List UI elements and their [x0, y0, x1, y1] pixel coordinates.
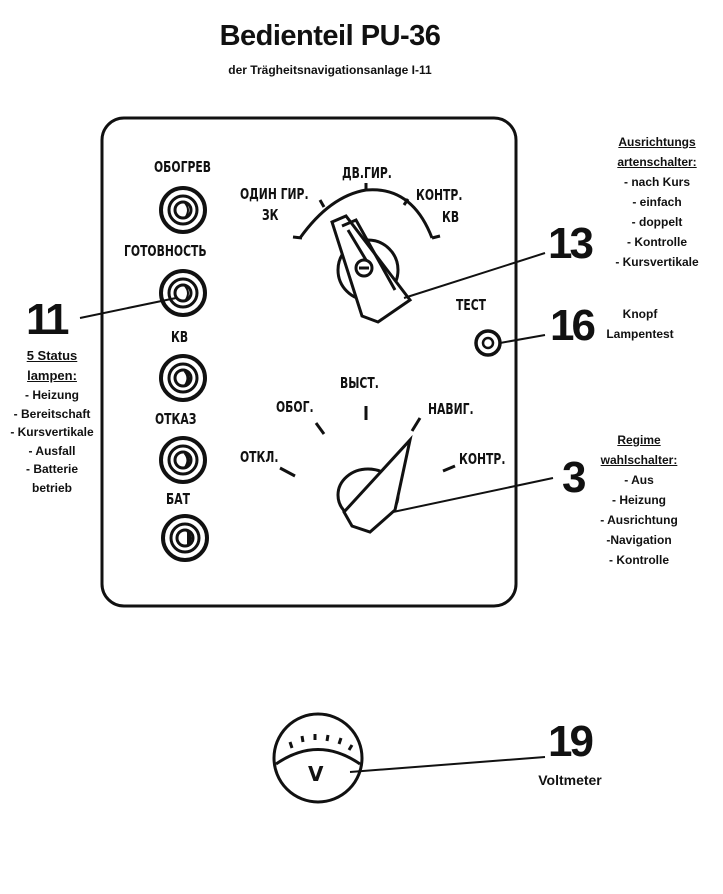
align-pos-double-gyro: ДВ.ГИР. [342, 164, 392, 182]
callout-3-heading-2: wahlschalter: [600, 453, 678, 467]
callout-number-19: 19 [548, 717, 594, 766]
callout-number-13: 13 [548, 219, 594, 268]
callout-3-item: - Ausrichtung [600, 513, 678, 527]
callout-13-item: - nach Kurs [623, 175, 690, 189]
lamp-label-heizung: ОБОГРЕВ [154, 158, 212, 176]
callout-number-16: 16 [550, 301, 596, 350]
callout-11-item: - Kursvertikale [10, 425, 94, 439]
callout-3-item: - Heizung [612, 493, 666, 507]
callout-11-heading-1: 5 Status [26, 348, 78, 363]
callout-16-text: Knopf Lampentest [598, 304, 682, 344]
test-button-label: ТЕСТ [456, 296, 487, 314]
mode-pos-navigation: НАВИГ. [428, 400, 474, 418]
callout-11-item: - Ausfall [28, 443, 76, 458]
callout-11-item: betrieb [31, 480, 72, 495]
callout-number-3: 3 [562, 453, 587, 502]
callout-13-item: - einfach [632, 195, 682, 209]
leader-11 [79, 297, 177, 319]
callout-13-heading-1: Ausrichtungs [618, 135, 696, 149]
leader-13 [403, 252, 546, 299]
callout-number-11: 11 [26, 295, 69, 344]
alignment-switch-knob[interactable] [330, 214, 413, 324]
callout-3-item: - Kontrolle [609, 553, 669, 567]
mode-pos-heating: ОБОГ. [276, 398, 314, 416]
lamp-label-bereitschaft: ГОТОВНОСТЬ [124, 242, 207, 260]
lamp-label-kursvertikale: КВ [171, 328, 189, 346]
align-pos-heading: ЗК [262, 206, 279, 224]
callout-13-heading-2: artenschalter: [617, 155, 697, 169]
align-pos-single-gyro: ОДИН ГИР. [240, 185, 309, 203]
align-pos-control: КОНТР. [416, 186, 463, 204]
leader-lines [79, 252, 554, 773]
page-subtitle: der Trägheitsnavigationsanlage I-11 [228, 63, 432, 77]
callout-3-heading-1: Regime [617, 433, 661, 447]
alignment-switch-scale [292, 183, 441, 240]
lamp-label-ausfall: ОТКАЗ [155, 410, 197, 428]
mode-switch-knob[interactable] [336, 434, 413, 534]
callout-11-item: - Heizung [25, 388, 79, 402]
callout-3-item: - Aus [624, 473, 654, 487]
leader-19 [349, 756, 546, 773]
lamp-test-button[interactable] [474, 329, 502, 357]
voltmeter [272, 712, 364, 804]
mode-pos-control: КОНТР. [459, 450, 506, 468]
callout-16-line-2: Lampentest [606, 327, 674, 341]
callout-11-item: - Batterie [25, 462, 78, 476]
control-panel-outline [100, 116, 518, 608]
mode-switch-ticks [279, 406, 456, 478]
callout-11-item: - Bereitschaft [13, 406, 91, 421]
mode-pos-alignment: ВЫСТ. [340, 374, 379, 392]
page-title: Bedienteil PU-36 [219, 20, 441, 52]
lamp-bereitschaft [159, 269, 207, 317]
callout-11-heading-2: lampen: [27, 368, 77, 383]
lamp-kursvertikale [159, 354, 207, 402]
callout-13-text: Ausrichtungs artenschalter: - nach Kurs … [596, 132, 718, 272]
callout-19-label: Voltmeter [538, 772, 602, 788]
lamp-label-batterie: БАТ [166, 490, 190, 508]
lamp-heizung [159, 186, 207, 234]
callout-13-item: - Kontrolle [627, 235, 687, 249]
mode-pos-off: ОТКЛ. [240, 448, 279, 466]
callout-3-item: -Navigation [606, 533, 672, 547]
leader-3 [392, 477, 554, 513]
callout-13-item: - Kursvertikale [615, 255, 699, 269]
callout-16-line-1: Knopf [622, 307, 658, 321]
lamp-batterie [161, 514, 209, 562]
callout-13-item: - doppelt [631, 215, 683, 229]
align-pos-vertical: КВ [442, 208, 460, 226]
callout-3-text: Regime wahlschalter: - Aus - Heizung - A… [594, 430, 684, 570]
leader-16 [499, 334, 546, 344]
callout-11-text: 5 Status lampen: - Heizung - Bereitschaf… [0, 346, 104, 497]
voltmeter-symbol: V [308, 762, 324, 786]
lamp-ausfall [159, 436, 207, 484]
